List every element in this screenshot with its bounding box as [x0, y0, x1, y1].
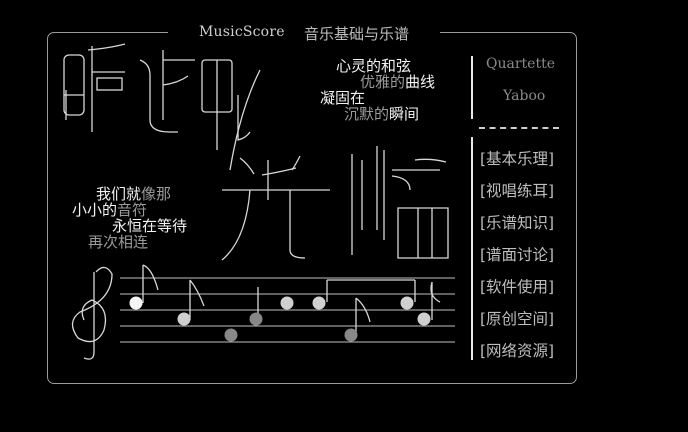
- poem-top-line-2: 优雅的曲线: [360, 71, 435, 92]
- menu-item-software-usage[interactable]: [软件使用]: [480, 278, 555, 296]
- sidebar-separator: [479, 127, 559, 129]
- poem-left-line-1: 我们就像那: [96, 183, 171, 204]
- poem-top-line-4: 沉默的瞬间: [344, 103, 419, 124]
- poem-text: 优雅的: [360, 73, 406, 91]
- poem-left-line-3: 永恒在等待: [112, 215, 187, 236]
- poem-left-line-2: 小小的音符: [72, 199, 147, 220]
- brand-bottom: Yaboo: [503, 88, 546, 104]
- menu-item-basic-theory[interactable]: [基本乐理]: [480, 150, 555, 168]
- poem-text: 音符: [117, 201, 148, 219]
- poem-text: 瞬间: [389, 105, 420, 123]
- header-gap: [168, 24, 440, 42]
- menu-item-score-knowledge[interactable]: [乐谱知识]: [480, 214, 555, 232]
- poem-text: 凝固在: [320, 89, 366, 107]
- poem-text: 曲线: [405, 73, 436, 91]
- sidebar-divider-top: [471, 56, 473, 119]
- poem-text: 我们就: [96, 185, 142, 203]
- poem-top-line-1: 心灵的和弦: [336, 55, 411, 76]
- site-name: MusicScore: [199, 24, 285, 40]
- poem-top-line-3: 凝固在: [320, 87, 365, 108]
- poem-text: 心灵的和弦: [336, 57, 412, 75]
- poem-text: 再次相连: [88, 233, 149, 251]
- poem-text: 小小的: [72, 201, 118, 219]
- sidebar-divider-bottom: [471, 137, 473, 360]
- sidebar-menu: [基本乐理] [视唱练耳] [乐谱知识] [谱面讨论] [软件使用] [原创空间…: [480, 148, 554, 372]
- menu-item-sight-singing[interactable]: [视唱练耳]: [480, 182, 555, 200]
- poem-text: 像那: [141, 185, 172, 203]
- menu-item-original-space[interactable]: [原创空间]: [480, 310, 555, 328]
- poem-text: 永恒在等待: [112, 217, 188, 235]
- menu-item-web-resources[interactable]: [网络资源]: [480, 342, 555, 360]
- poem-left-line-4: 再次相连: [88, 231, 148, 252]
- poem-text: 沉默的: [344, 105, 390, 123]
- menu-item-score-discussion[interactable]: [谱面讨论]: [480, 246, 555, 264]
- brand-top: Quartette: [486, 56, 555, 72]
- site-tagline: 音乐基础与乐谱: [304, 25, 410, 43]
